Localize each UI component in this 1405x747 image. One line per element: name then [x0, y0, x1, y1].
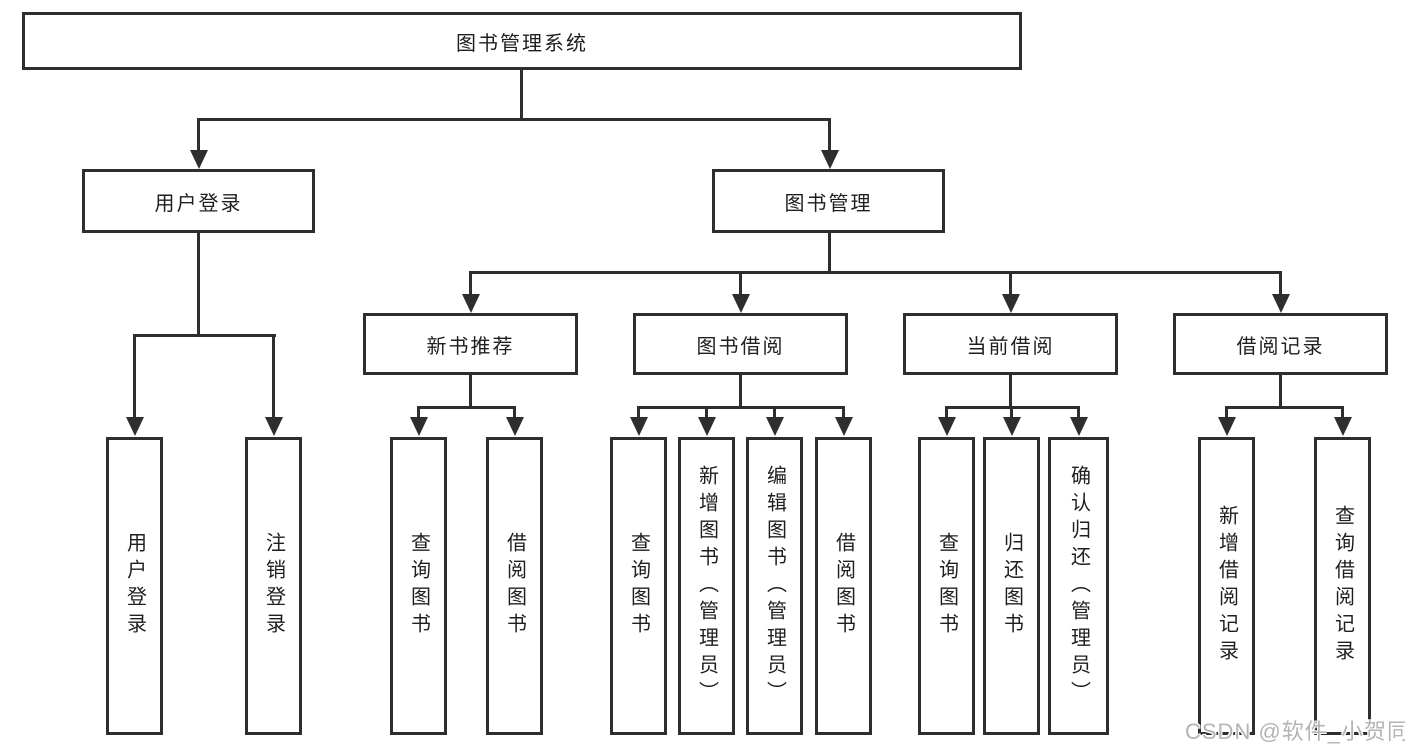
arrow-head-icon: [410, 417, 428, 436]
connector-line: [842, 406, 845, 420]
leaf-current-query-books: 查询图书: [918, 437, 975, 735]
node-book-borrow: 图书借阅: [633, 313, 848, 375]
connector-line: [637, 406, 845, 409]
connector-line: [469, 271, 1282, 274]
arrow-head-icon: [698, 417, 716, 436]
connector-line: [197, 118, 831, 121]
node-root: 图书管理系统: [22, 12, 1022, 70]
leaf-current-confirm-return-admin: 确认归还（管理员）: [1048, 437, 1109, 735]
arrow-head-icon: [835, 417, 853, 436]
connector-line: [739, 374, 742, 408]
connector-line: [1010, 406, 1013, 420]
leaf-records-query-record: 查询借阅记录: [1314, 437, 1371, 735]
connector-line: [1279, 374, 1282, 408]
node-book-management: 图书管理: [712, 169, 945, 233]
connector-line: [1009, 374, 1012, 408]
leaf-borrow-add-books-admin: 新增图书（管理员）: [678, 437, 735, 735]
arrow-head-icon: [1272, 294, 1290, 313]
arrow-head-icon: [1334, 417, 1352, 436]
arrow-head-icon: [938, 417, 956, 436]
connector-line: [417, 406, 516, 409]
leaf-borrow-borrow-books: 借阅图书: [815, 437, 872, 735]
node-user-login: 用户登录: [82, 169, 315, 233]
connector-line: [272, 334, 275, 420]
connector-line: [1341, 406, 1344, 420]
arrow-head-icon: [1002, 294, 1020, 313]
connector-line: [520, 68, 523, 121]
connector-line: [705, 406, 708, 420]
arrow-head-icon: [190, 150, 208, 169]
connector-line: [133, 334, 136, 420]
arrow-head-icon: [766, 417, 784, 436]
leaf-borrow-query-books: 查询图书: [610, 437, 667, 735]
connector-line: [1225, 406, 1344, 409]
leaf-borrow-edit-books-admin: 编辑图书（管理员）: [746, 437, 803, 735]
connector-line: [773, 406, 776, 420]
arrow-head-icon: [630, 417, 648, 436]
connector-line: [1009, 271, 1012, 297]
connector-line: [739, 271, 742, 297]
connector-line: [469, 374, 472, 408]
csdn-watermark: CSDN @软件_小贺同学: [1185, 719, 1405, 744]
connector-line: [197, 118, 200, 153]
node-borrow-records: 借阅记录: [1173, 313, 1388, 375]
connector-line: [1279, 271, 1282, 297]
connector-line: [417, 406, 420, 420]
leaf-current-return-books: 归还图书: [983, 437, 1040, 735]
connector-line: [513, 406, 516, 420]
leaf-logout: 注销登录: [245, 437, 302, 735]
arrow-head-icon: [1218, 417, 1236, 436]
node-current-borrow: 当前借阅: [903, 313, 1118, 375]
connector-line: [828, 232, 831, 273]
leaf-recommend-query-books: 查询图书: [390, 437, 447, 735]
connector-line: [133, 334, 276, 337]
connector-line: [1077, 406, 1080, 420]
arrow-head-icon: [1070, 417, 1088, 436]
connector-line: [469, 271, 472, 297]
node-new-book-recommend: 新书推荐: [363, 313, 578, 375]
connector-line: [1225, 406, 1228, 420]
connector-line: [945, 406, 948, 420]
arrow-head-icon: [732, 294, 750, 313]
arrow-head-icon: [506, 417, 524, 436]
leaf-user-login: 用户登录: [106, 437, 163, 735]
arrow-head-icon: [126, 417, 144, 436]
arrow-head-icon: [265, 417, 283, 436]
connector-line: [637, 406, 640, 420]
arrow-head-icon: [1003, 417, 1021, 436]
connector-line: [197, 232, 200, 336]
arrow-head-icon: [821, 150, 839, 169]
leaf-records-add-record: 新增借阅记录: [1198, 437, 1255, 735]
leaf-recommend-borrow-books: 借阅图书: [486, 437, 543, 735]
connector-line: [828, 118, 831, 153]
arrow-head-icon: [462, 294, 480, 313]
